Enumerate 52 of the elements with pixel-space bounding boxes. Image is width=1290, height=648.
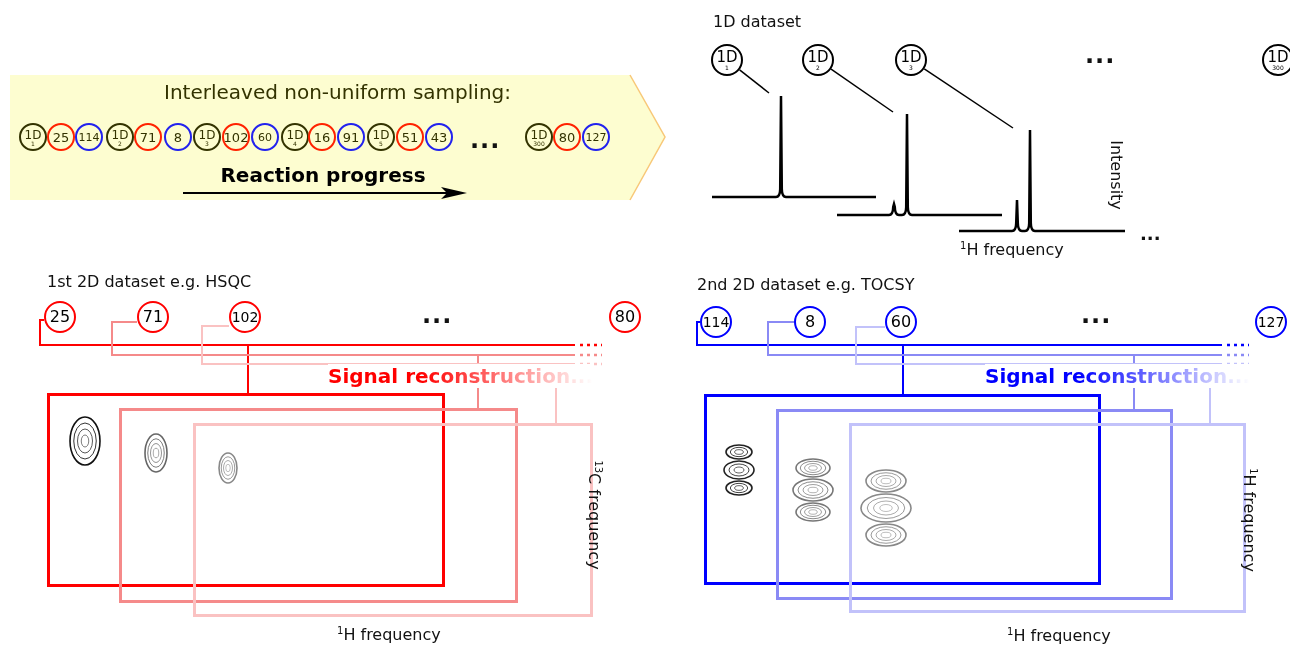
process-caption: Signal reconstruction... <box>328 364 593 388</box>
sample-circle: 51 <box>396 123 424 151</box>
connector-line <box>767 321 1223 410</box>
spectrum-drawing <box>712 93 878 199</box>
sample-circle: 8 <box>164 123 192 151</box>
spectrum-frame <box>47 393 445 587</box>
ellipsis: ... <box>470 130 501 150</box>
connector-line <box>696 321 1223 395</box>
sample-circle: 80 <box>609 301 641 333</box>
ellipsis: ... <box>1140 225 1161 243</box>
sample-circle: 71 <box>137 301 169 333</box>
sample-circle: 60 <box>885 306 917 338</box>
sample-circle: 91 <box>337 123 365 151</box>
axis-label: Intensity <box>1107 140 1126 210</box>
leader-line <box>830 68 894 113</box>
sample-circle: 71 <box>134 123 162 151</box>
sample-circle: 127 <box>582 123 610 151</box>
banner-title: Interleaved non-uniform sampling: <box>163 80 512 104</box>
sample-circle: 60 <box>251 123 279 151</box>
sample-circle: 25 <box>44 301 76 333</box>
axis-label: $^{1}$H frequency <box>337 625 441 645</box>
spectrum-frame <box>119 408 518 603</box>
sample-circle: 16 <box>308 123 336 151</box>
connector-line <box>855 326 1223 424</box>
connector-line <box>39 319 576 394</box>
axis-label: $^{1}$H frequency <box>960 240 1064 260</box>
process-caption: Signal reconstruction... <box>985 364 1250 388</box>
ellipsis: ... <box>422 305 453 325</box>
sample-circle: 80 <box>553 123 581 151</box>
spectrum-drawing <box>959 128 1127 233</box>
sample-circle: 102 <box>229 301 261 333</box>
ellipsis: ... <box>1081 305 1112 325</box>
arrow-caption: Reaction progress <box>219 163 427 187</box>
axis-label: $^{1}$H frequency <box>1007 626 1111 646</box>
spectrum-frame <box>776 409 1173 600</box>
sample-circle: 102 <box>222 123 250 151</box>
connector-line <box>201 325 576 424</box>
spectrum-frame <box>704 394 1101 585</box>
leader-line <box>923 68 1014 129</box>
ellipsis: ... <box>1085 45 1116 65</box>
leader-line <box>738 69 770 94</box>
section-title: 1D dataset <box>713 12 802 31</box>
sample-circle: 127 <box>1255 306 1287 338</box>
sample-circle: 114 <box>700 306 732 338</box>
sample-circle: 8 <box>794 306 826 338</box>
section-title: 2nd 2D dataset e.g. TOCSY <box>697 275 915 294</box>
connector-line <box>111 321 576 409</box>
sample-circle: 43 <box>425 123 453 151</box>
sample-circle: 25 <box>47 123 75 151</box>
section-title: 1st 2D dataset e.g. HSQC <box>47 272 252 291</box>
spectrum-drawing <box>837 112 1004 217</box>
sample-circle: 114 <box>75 123 103 151</box>
